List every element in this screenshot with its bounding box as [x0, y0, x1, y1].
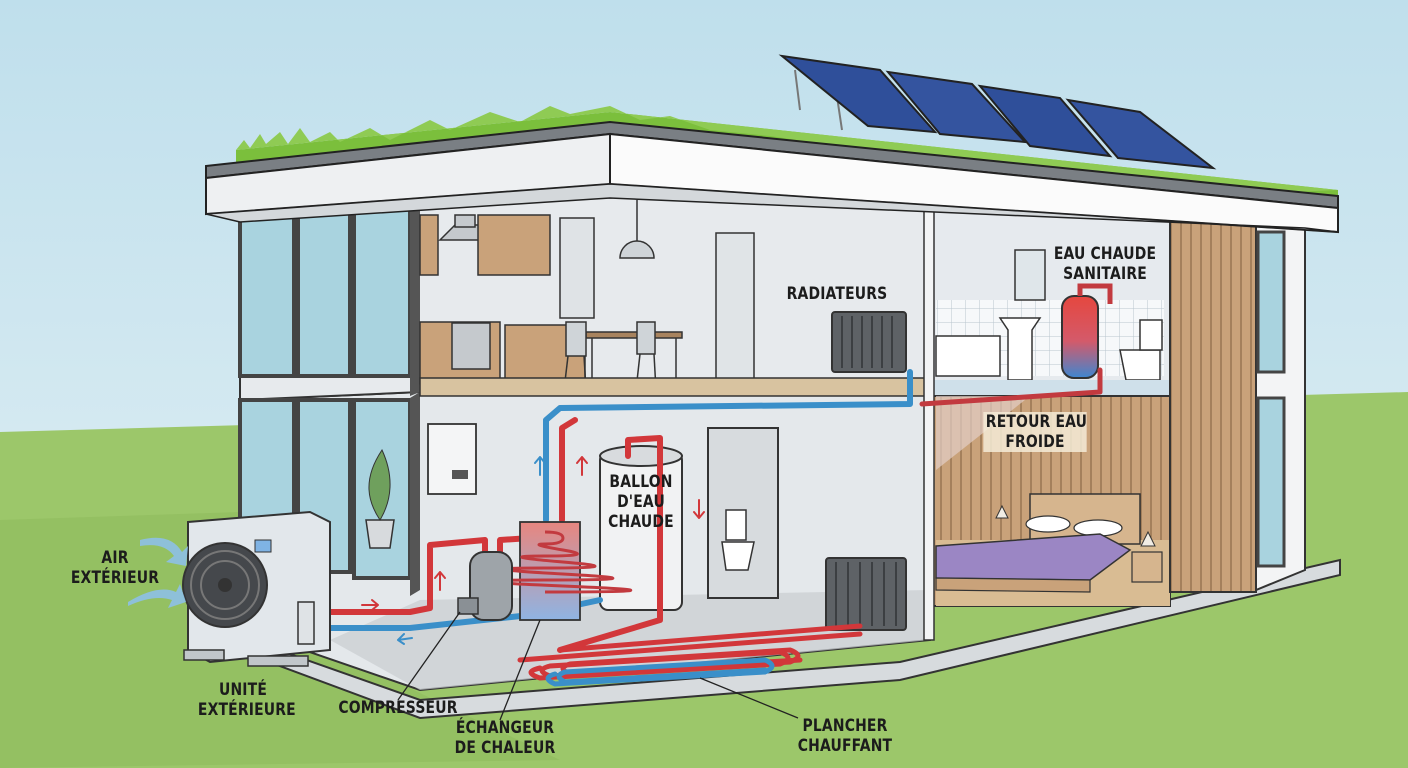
label-compresseur: COMPRESSEUR — [338, 698, 458, 718]
label-radiateurs: RADIATEURS — [786, 284, 888, 304]
foundation-slab — [249, 558, 1341, 720]
air-flow-arrows — [128, 537, 188, 608]
solar-panels — [778, 54, 1217, 170]
roof — [205, 106, 1339, 234]
wood-cladding — [1169, 217, 1257, 593]
kitchen — [419, 200, 755, 391]
heat-exchanger — [485, 521, 633, 621]
boiler-controller — [427, 423, 477, 495]
compressor — [457, 551, 513, 621]
outdoor-unit — [182, 510, 331, 667]
leader-lines — [397, 611, 799, 721]
plant — [365, 448, 395, 549]
bed — [935, 533, 1132, 581]
sanitary-water-heater — [1061, 295, 1099, 379]
radiator-upper — [831, 311, 907, 373]
underfloor-heating — [517, 623, 863, 687]
radiator-lower — [825, 557, 907, 631]
